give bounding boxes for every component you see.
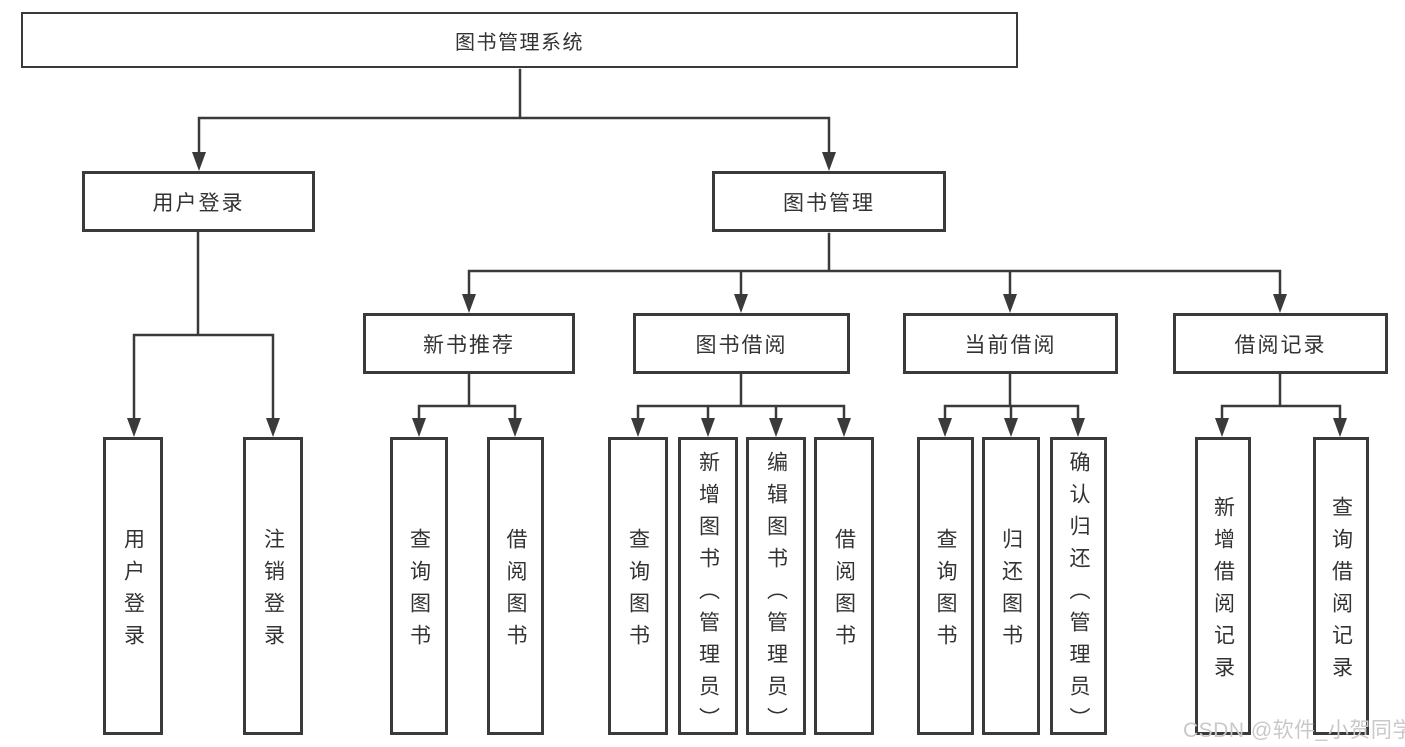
node-borrow-records: 借阅记录 — [1173, 313, 1388, 374]
leaf-confirm-return-admin: 确认归还（管理员） — [1050, 437, 1107, 739]
watermark: CSDN @软件_小贺同学 — [1183, 719, 1405, 742]
arrowhead — [1004, 418, 1018, 437]
connector-root-to-level2 — [192, 68, 836, 171]
arrowhead — [1273, 294, 1287, 313]
node-book-borrowing: 图书借阅 — [633, 313, 850, 374]
connector-user-login-to-children — [127, 230, 280, 437]
arrowhead — [701, 418, 715, 437]
leaf-query-books-current: 查询图书 — [917, 437, 974, 735]
leaf-label: 确认归还（管理员） — [1067, 451, 1090, 739]
arrowhead — [938, 418, 952, 437]
connector-book-mgmt-to-level3 — [462, 232, 1287, 313]
connector-book-borrow-to-children — [631, 372, 851, 437]
arrowhead — [462, 294, 476, 313]
leaf-label: 归还图书 — [999, 527, 1023, 656]
arrowhead — [631, 418, 645, 437]
arrowhead — [1333, 418, 1347, 437]
arrowhead — [192, 152, 206, 171]
leaf-query-books-recommend: 查询图书 — [390, 437, 448, 735]
arrowhead — [412, 418, 426, 437]
leaf-label: 用户登录 — [121, 527, 145, 656]
arrowhead — [266, 418, 280, 437]
leaf-borrow-books: 借阅图书 — [814, 437, 874, 735]
leaf-label: 编辑图书（管理员） — [764, 451, 788, 739]
leaf-label: 借阅图书 — [832, 527, 856, 656]
arrowhead — [822, 152, 836, 171]
connector-new-book-to-children — [412, 372, 522, 437]
leaf-label: 查询图书 — [626, 527, 650, 656]
leaf-label: 查询借阅记录 — [1329, 495, 1353, 688]
node-library-system: 图书管理系统 — [21, 12, 1018, 68]
connector-current-borrow-to-children — [938, 372, 1085, 437]
arrowhead — [734, 294, 748, 313]
arrowhead — [769, 418, 783, 437]
arrowhead — [1215, 418, 1229, 437]
arrowhead — [127, 418, 141, 437]
node-new-book-recommend: 新书推荐 — [363, 313, 575, 374]
leaf-user-login: 用户登录 — [103, 437, 163, 735]
leaf-edit-books-admin: 编辑图书（管理员） — [746, 437, 806, 739]
leaf-logout: 注销登录 — [243, 437, 303, 735]
leaf-label: 查询图书 — [934, 527, 957, 656]
arrowhead — [1071, 418, 1085, 437]
leaf-return-books: 归还图书 — [982, 437, 1040, 735]
leaf-query-borrow-record: 查询借阅记录 — [1313, 437, 1369, 735]
leaf-label: 注销登录 — [261, 527, 285, 656]
leaf-label: 借阅图书 — [504, 527, 527, 656]
leaf-label: 新增图书（管理员） — [696, 451, 720, 739]
node-current-borrowing: 当前借阅 — [903, 313, 1118, 374]
leaf-add-borrow-record: 新增借阅记录 — [1195, 437, 1251, 735]
leaf-query-books-borrow: 查询图书 — [608, 437, 668, 735]
leaf-borrow-books-recommend: 借阅图书 — [487, 437, 544, 735]
leaf-label: 查询图书 — [407, 527, 431, 656]
arrowhead — [837, 418, 851, 437]
leaf-add-books-admin: 新增图书（管理员） — [678, 437, 738, 739]
node-book-management: 图书管理 — [712, 171, 946, 232]
node-user-login: 用户登录 — [82, 171, 315, 232]
arrowhead — [508, 418, 522, 437]
arrowhead — [1003, 294, 1017, 313]
leaf-label: 新增借阅记录 — [1211, 495, 1235, 688]
connector-records-to-children — [1215, 372, 1347, 437]
